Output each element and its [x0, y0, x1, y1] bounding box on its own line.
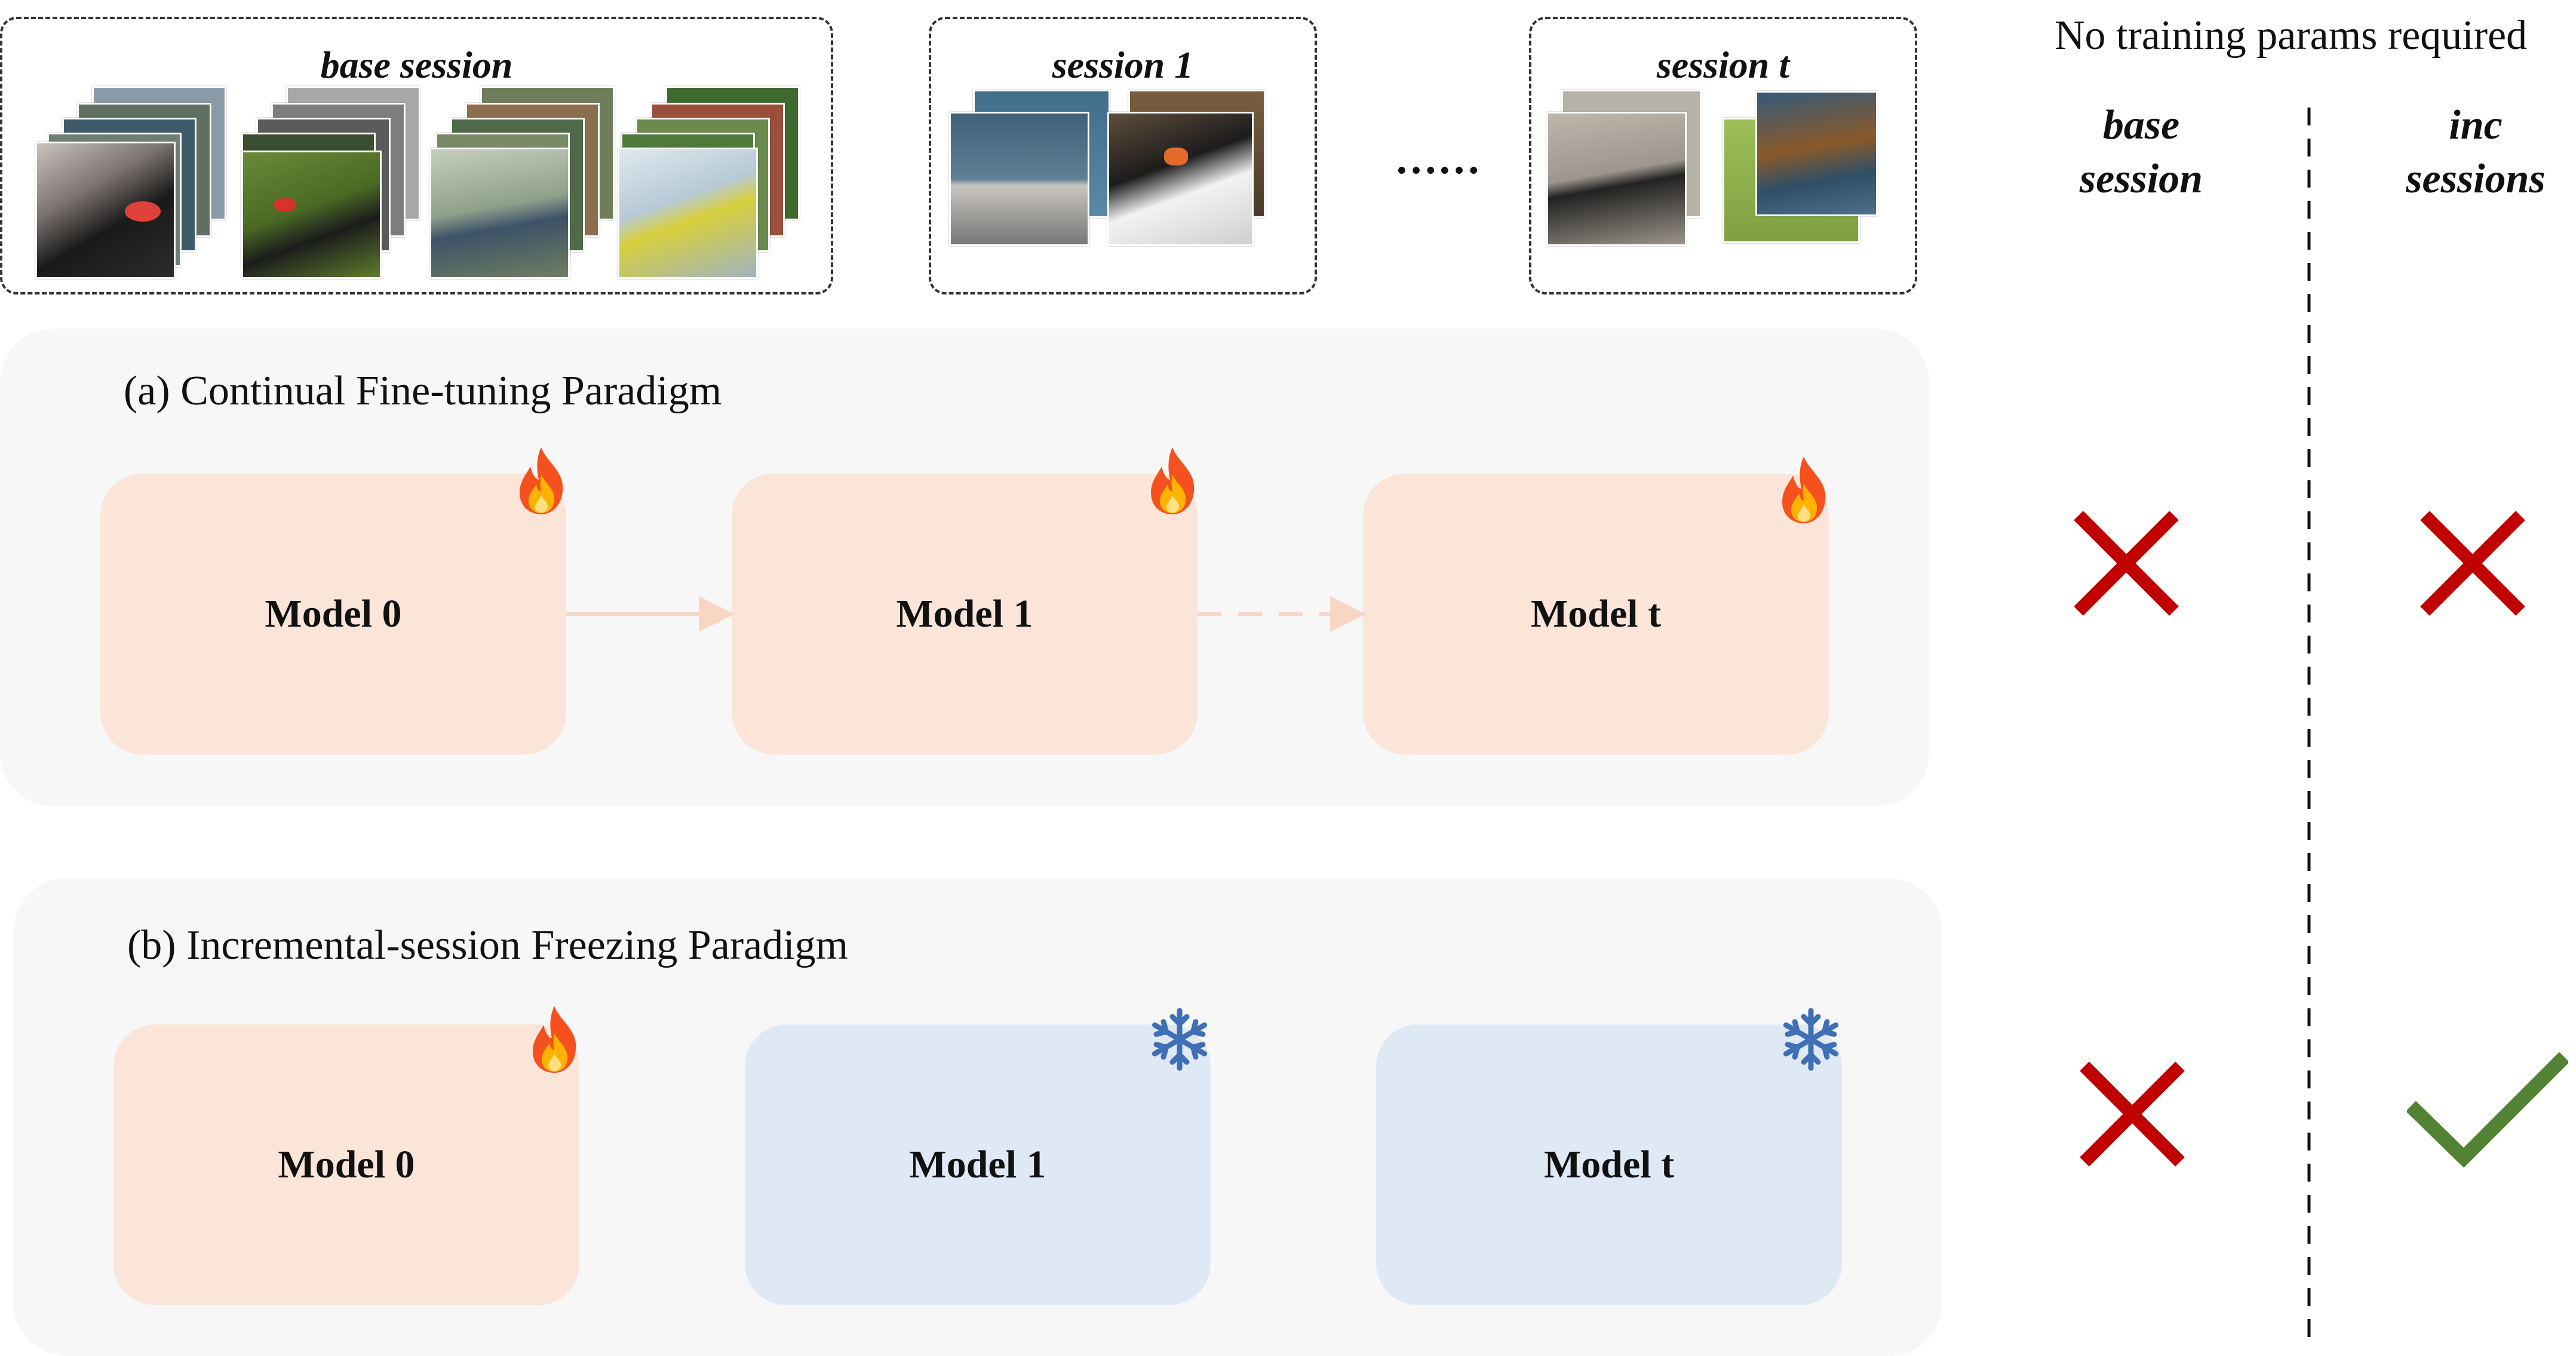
fire-icon: [520, 447, 563, 514]
sample-image: [1755, 91, 1878, 216]
check-icon: [2407, 1052, 2568, 1168]
model-label: Model 1: [909, 1143, 1046, 1186]
column-head-base-line1: base: [2102, 102, 2180, 148]
model-label: Model t: [1543, 1143, 1675, 1186]
cross-icon: [2080, 1062, 2185, 1167]
model-label: Model t: [1530, 592, 1662, 636]
model-label: Model 0: [265, 592, 402, 636]
sample-image: [618, 148, 758, 279]
panel-a-model-t: Model t: [1363, 474, 1829, 754]
header-note: No training params required: [2055, 13, 2528, 59]
fire-icon: [533, 1006, 576, 1073]
panel-b-model-0: Model 0: [113, 1024, 579, 1305]
panel-b-model-t: Model t: [1376, 1024, 1842, 1305]
bird-beak-mark: [125, 201, 161, 222]
sample-image: [1107, 112, 1254, 246]
bird-wing-mark: [274, 198, 296, 211]
sessions-ellipsis: ……: [1395, 135, 1481, 183]
snowflake-icon: [1783, 1008, 1839, 1071]
model-label: Model 1: [896, 592, 1033, 636]
sample-image: [1546, 112, 1687, 246]
cross-icon: [2420, 511, 2525, 616]
column-head-base-line2: session: [2079, 156, 2203, 202]
column-head-inc-line2: sessions: [2406, 156, 2546, 202]
panel-b-title: (b) Incremental-session Freezing Paradig…: [127, 922, 849, 968]
base-session-box: base session: [0, 17, 833, 294]
panel-a-title: (a) Continual Fine-tuning Paradigm: [124, 368, 722, 414]
cross-icon: [2074, 511, 2179, 616]
sample-image: [949, 112, 1089, 246]
session-1-box: session 1: [929, 17, 1317, 294]
panel-a-model-1: Model 1: [732, 474, 1198, 754]
base-session-title: base session: [320, 44, 513, 86]
fire-icon: [1782, 456, 1826, 523]
panel-b-model-1: Model 1: [745, 1024, 1211, 1305]
column-head-inc-line1: inc: [2449, 102, 2503, 148]
model-label: Model 0: [278, 1143, 415, 1186]
session-1-title: session 1: [1052, 44, 1194, 86]
column-head-inc: inc sessions: [2395, 99, 2556, 206]
session-t-box: session t: [1529, 17, 1917, 294]
column-head-base: base session: [2067, 99, 2216, 206]
panel-a-model-0: Model 0: [100, 474, 566, 754]
puffin-beak-mark: [1164, 148, 1188, 165]
session-t-title: session t: [1656, 44, 1790, 86]
fire-icon: [1151, 447, 1195, 514]
snowflake-icon: [1152, 1008, 1208, 1071]
sample-image: [241, 151, 382, 279]
column-divider: [2307, 108, 2311, 1347]
sample-image: [429, 148, 570, 279]
